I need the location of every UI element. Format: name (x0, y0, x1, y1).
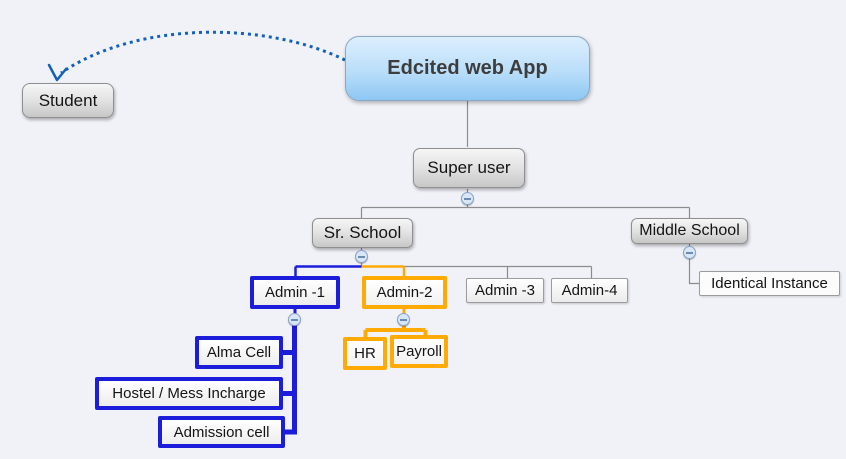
minus-icon (358, 255, 365, 258)
collapse-toggle-super-user[interactable] (461, 192, 474, 205)
edge-admin2-children (363, 324, 428, 337)
topic-admission-cell[interactable]: Admission cell (158, 416, 285, 448)
topic-identical-instance[interactable]: Identical Instance (699, 271, 840, 296)
minus-icon (400, 318, 407, 321)
edge-srschool-admin1 (294, 265, 362, 276)
topic-admin-4[interactable]: Admin-4 (551, 278, 628, 303)
collapse-toggle-admin-1[interactable] (288, 313, 301, 326)
gray-branch-lines (360, 101, 699, 285)
topic-student[interactable]: Student (22, 83, 114, 118)
topic-admin-1[interactable]: Admin -1 (250, 276, 340, 309)
minus-icon (464, 197, 471, 200)
topic-admin-3[interactable]: Admin -3 (466, 278, 544, 303)
minus-icon (686, 251, 693, 254)
topic-alma-cell[interactable]: Alma Cell (195, 336, 283, 369)
edge-superuser-schools (360, 189, 691, 218)
collapse-toggle-sr-school[interactable] (355, 250, 368, 263)
edge-srschool-gray-children (360, 248, 593, 278)
blue-branch-lines (282, 265, 362, 435)
relationship-arrow (47, 30, 346, 82)
minus-icon (291, 318, 298, 321)
topic-root[interactable]: Edcited web App (345, 36, 590, 101)
topic-super-user[interactable]: Super user (413, 148, 525, 188)
collapse-toggle-middle-school[interactable] (683, 246, 696, 259)
edge-admin1-children (282, 324, 297, 435)
topic-hr[interactable]: HR (343, 337, 387, 370)
arrowhead-icon (47, 63, 68, 82)
topic-admin-2[interactable]: Admin-2 (362, 276, 447, 309)
relationship-curve (60, 30, 346, 75)
topic-sr-school[interactable]: Sr. School (312, 218, 413, 248)
topic-hostel-mess-incharge[interactable]: Hostel / Mess Incharge (95, 377, 283, 410)
topic-middle-school[interactable]: Middle School (631, 218, 748, 244)
edge-srschool-admin2 (361, 265, 406, 276)
topic-payroll[interactable]: Payroll (390, 335, 448, 368)
collapse-toggle-admin-2[interactable] (397, 313, 410, 326)
